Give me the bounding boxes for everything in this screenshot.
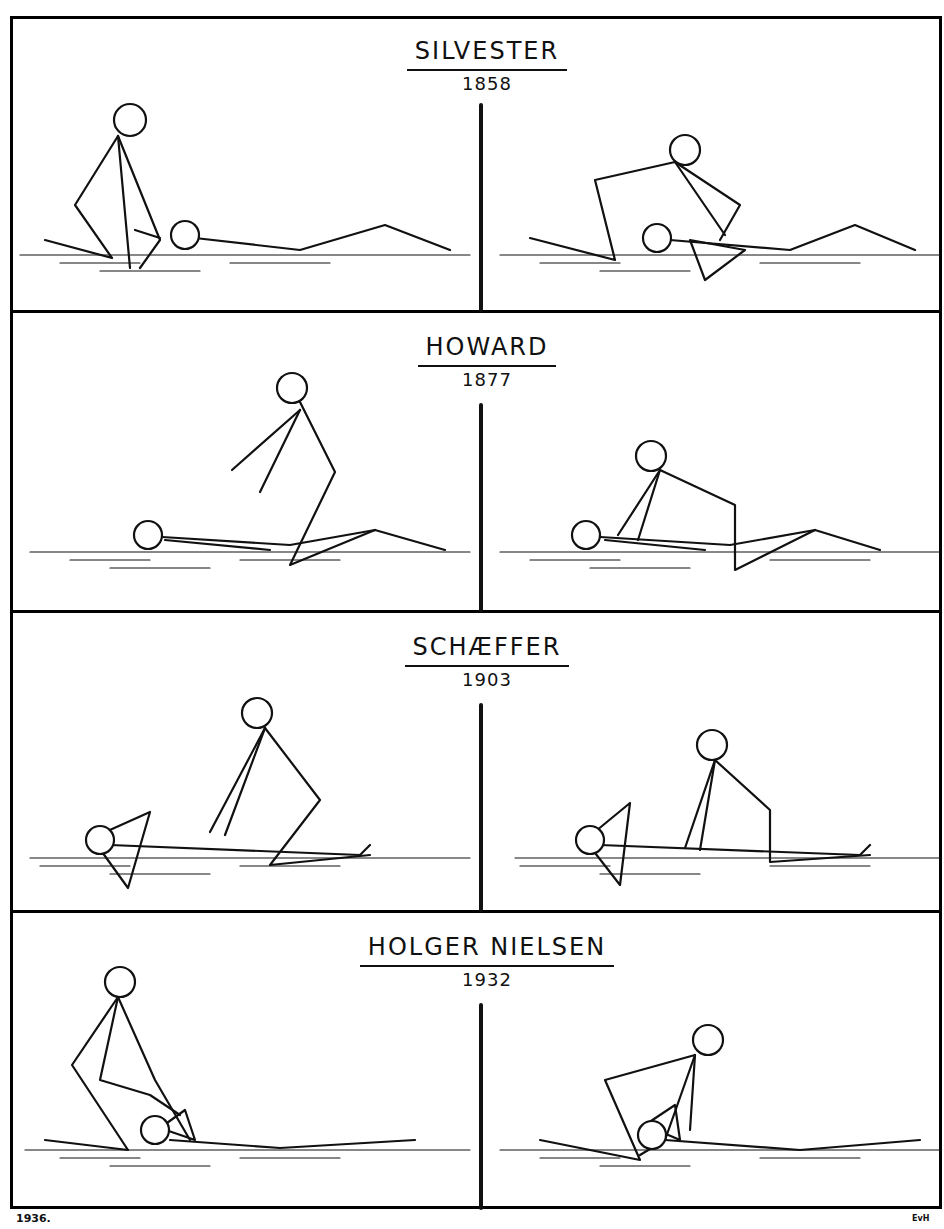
date-note: 1936. <box>16 1212 51 1225</box>
panel-divider <box>479 105 483 310</box>
panel-divider <box>479 705 483 910</box>
name-text: SCHÆFFER <box>405 633 570 667</box>
method-year: 1858 <box>35 73 939 95</box>
method-year: 1903 <box>35 669 939 691</box>
method-name: HOLGER NIELSEN <box>35 933 939 967</box>
stick-figures <box>86 698 370 888</box>
method-band: HOWARD1877 <box>10 310 942 613</box>
stick-figures <box>45 104 450 268</box>
ground-lines <box>20 255 940 1166</box>
stick-figures <box>572 441 880 570</box>
panel-divider <box>479 1005 483 1208</box>
method-name: SCHÆFFER <box>35 633 939 667</box>
panel-divider <box>479 405 483 610</box>
stick-figures <box>134 373 445 565</box>
method-band: SCHÆFFER1903 <box>10 610 942 913</box>
method-name: HOWARD <box>35 333 939 367</box>
stick-figures <box>45 967 415 1150</box>
artist-initials: EvH <box>912 1214 929 1223</box>
name-text: HOLGER NIELSEN <box>360 933 614 967</box>
method-heading: SILVESTER1858 <box>13 37 939 95</box>
stick-figures <box>540 1025 920 1160</box>
method-band: HOLGER NIELSEN1932 <box>10 910 942 1209</box>
method-year: 1877 <box>35 369 939 391</box>
method-heading: SCHÆFFER1903 <box>13 633 939 691</box>
method-name: SILVESTER <box>35 37 939 71</box>
method-year: 1932 <box>35 969 939 991</box>
name-text: HOWARD <box>418 333 557 367</box>
method-heading: HOLGER NIELSEN1932 <box>13 933 939 991</box>
stick-figures <box>576 730 870 885</box>
stick-figures <box>530 135 915 280</box>
name-text: SILVESTER <box>407 37 567 71</box>
method-band: SILVESTER1858 <box>10 16 942 313</box>
method-heading: HOWARD1877 <box>13 333 939 391</box>
